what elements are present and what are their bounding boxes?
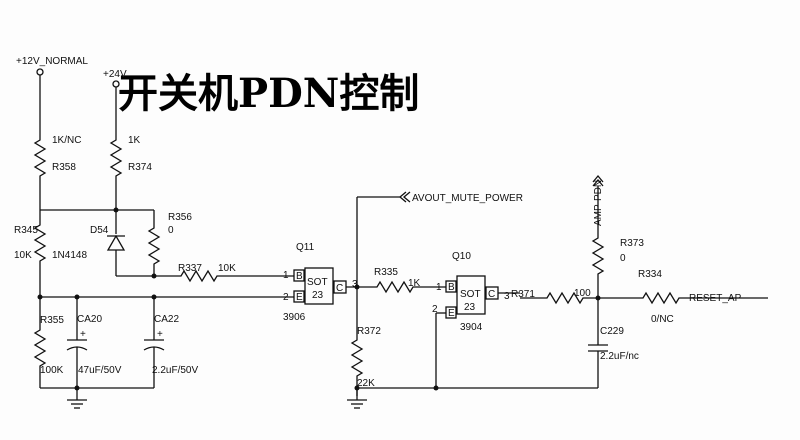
resistor-r334 — [638, 291, 684, 305]
net-label-amp-pdn: AMP-PDN — [593, 180, 604, 226]
c229-value: 2.2uF/nc — [600, 351, 639, 362]
q11-pin1: 1 — [283, 270, 289, 281]
resistor-r373 — [591, 232, 605, 298]
r337-value: 10K — [218, 263, 236, 274]
r373-ref: R373 — [620, 238, 644, 249]
q10-ref: Q10 — [452, 251, 471, 262]
resistor-r355 — [33, 297, 47, 388]
page-title: 开关机PDN控制 — [118, 70, 419, 117]
q11-pkgnum: 23 — [312, 290, 324, 301]
diode-d54 — [106, 210, 126, 276]
net-label-reset: RESET_AP — [689, 293, 742, 304]
r355-ref: R355 — [40, 315, 64, 326]
resistor-r335 — [372, 280, 418, 294]
r335-value: 1K — [408, 278, 421, 289]
ground-symbol-center — [347, 388, 367, 409]
r374-value: 1K — [128, 135, 141, 146]
q11-part: 3906 — [283, 312, 306, 323]
q10-pin-e: E — [448, 308, 455, 319]
ca20-plus: + — [80, 329, 86, 340]
supply-12v: +12V_NORMAL — [16, 56, 88, 135]
net-amp-pdn: AMP-PDN — [592, 174, 604, 232]
q11-pin3: 3 — [352, 279, 358, 290]
resistor-r374 — [109, 135, 123, 210]
d54-value: 1N4148 — [52, 250, 87, 261]
r345-ref: R345 — [14, 225, 38, 236]
r356-value: 0 — [168, 225, 174, 236]
net-label-24v: +24V — [103, 69, 127, 80]
resistor-r372 — [350, 287, 364, 396]
q10-pin2: 2 — [432, 304, 438, 315]
resistor-r345 — [33, 210, 47, 297]
resistor-r358 — [33, 135, 47, 210]
r345-value: 10K — [14, 250, 32, 261]
ca22-value: 2.2uF/50V — [152, 365, 198, 376]
transistor-q11 — [293, 267, 347, 305]
supply-24v: +24V — [103, 69, 127, 135]
q11-pin2: 2 — [283, 292, 289, 303]
r373-value: 0 — [620, 253, 626, 264]
resistor-r337 — [176, 269, 222, 283]
ca20-ref: CA20 — [77, 314, 102, 325]
q10-pin-c: C — [488, 289, 495, 300]
r358-ref: R358 — [52, 162, 76, 173]
resistor-r371 — [542, 291, 598, 305]
q11-pin-c: C — [336, 283, 343, 294]
q11-ref: Q11 — [296, 242, 315, 253]
ca22-ref: CA22 — [154, 314, 179, 325]
r334-ref: R334 — [638, 269, 662, 280]
r371-value: 100 — [574, 288, 591, 299]
capacitor-ca22 — [143, 297, 165, 388]
capacitor-c229 — [588, 298, 608, 388]
capacitor-ca20 — [66, 297, 88, 388]
net-label-avout: AVOUT_MUTE_POWER — [412, 193, 523, 204]
r372-value: 22K — [357, 378, 375, 389]
net-label-12v: +12V_NORMAL — [16, 56, 88, 67]
q11-pin-b: B — [296, 271, 303, 282]
q10-pin1: 1 — [436, 282, 442, 293]
q10-pkgnum: 23 — [464, 302, 476, 313]
q10-package: SOT — [460, 289, 481, 300]
r335-ref: R335 — [374, 267, 398, 278]
q10-part: 3904 — [460, 322, 483, 333]
r371-ref: R371 — [511, 289, 535, 300]
q11-pin-e: E — [296, 292, 303, 303]
net-avout: AVOUT_MUTE_POWER — [356, 191, 523, 287]
resistor-r356 — [147, 210, 161, 276]
r337-ref: R337 — [178, 263, 202, 274]
r356-ref: R356 — [168, 212, 192, 223]
q10-pin3: 3 — [504, 291, 510, 302]
r374-ref: R374 — [128, 162, 152, 173]
q11-package: SOT — [307, 277, 328, 288]
r355-value: 100K — [40, 365, 64, 376]
q10-pin-b: B — [448, 282, 455, 293]
r358-value: 1K/NC — [52, 135, 81, 146]
d54-ref: D54 — [90, 225, 109, 236]
ground-symbol-left — [67, 388, 87, 409]
r334-value: 0/NC — [651, 314, 674, 325]
ca22-plus: + — [157, 329, 163, 340]
c229-ref: C229 — [600, 326, 624, 337]
ca20-value: 47uF/50V — [78, 365, 122, 376]
r372-ref: R372 — [357, 326, 381, 337]
